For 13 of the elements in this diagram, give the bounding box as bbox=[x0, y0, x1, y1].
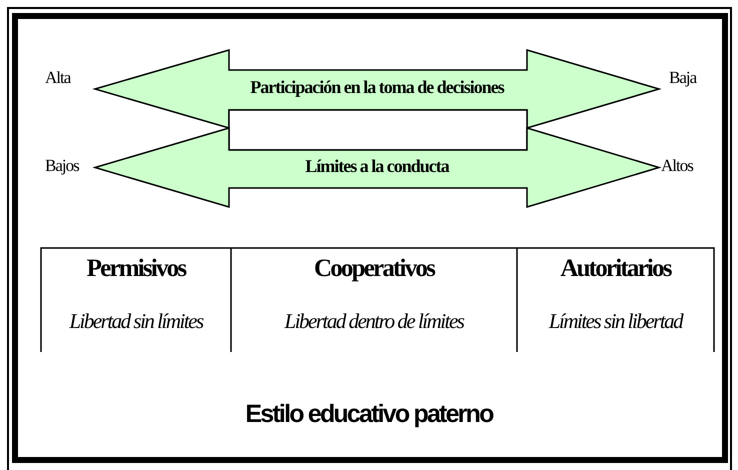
scale-label: Alta bbox=[45, 68, 70, 88]
column-heading: Permisivos bbox=[86, 255, 186, 282]
arrow-label: Participación en la toma de decisiones bbox=[250, 77, 504, 98]
scale-label: Baja bbox=[669, 68, 696, 88]
caption: Estilo educativo paterno bbox=[245, 400, 493, 429]
column-description: Límites sin libertad bbox=[548, 309, 682, 333]
arrow-label: Límites a la conducta bbox=[305, 156, 449, 176]
column-description: Libertad sin límites bbox=[69, 309, 203, 333]
scale-label: Bajos bbox=[45, 156, 79, 176]
column-description: Libertad dentro de límites bbox=[284, 309, 464, 333]
column-heading: Cooperativos bbox=[314, 255, 434, 282]
column-heading: Autoritarios bbox=[560, 255, 671, 282]
scale-label: Altos bbox=[661, 156, 693, 176]
